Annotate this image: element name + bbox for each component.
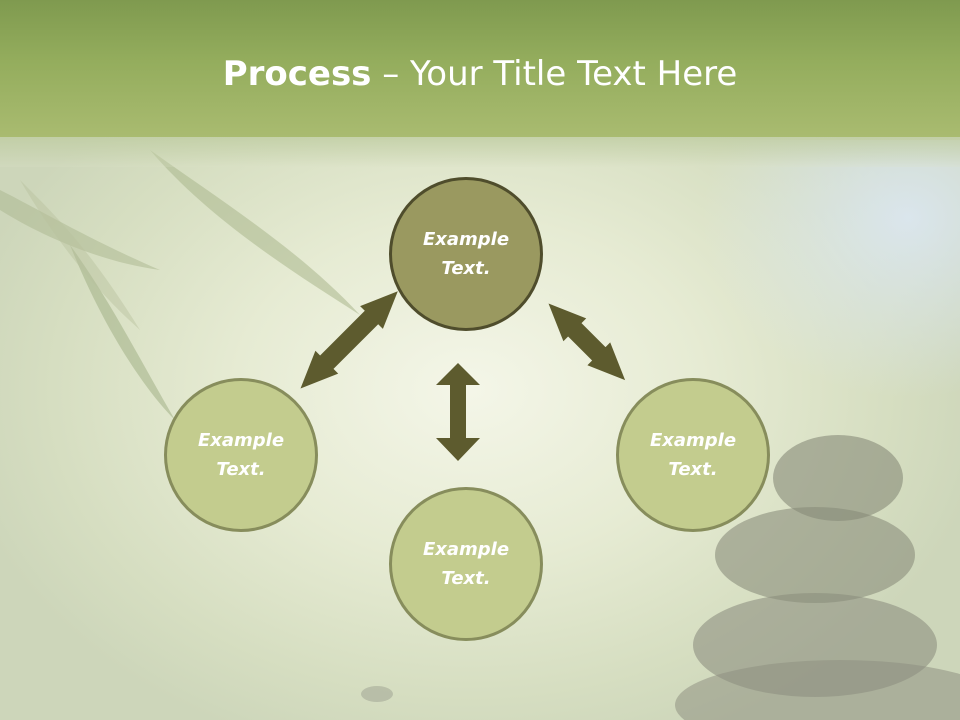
title-bar	[0, 0, 960, 137]
bamboo-leaf	[20, 180, 140, 330]
bamboo-leaf	[150, 150, 360, 315]
stone	[715, 507, 915, 603]
node-label: Example Text.	[422, 229, 510, 279]
process-node-right[interactable]: Example Text.	[616, 378, 770, 532]
stone	[773, 435, 903, 521]
stone	[693, 593, 937, 697]
process-node-bottom[interactable]: Example Text.	[389, 487, 543, 641]
node-label: Example Text.	[649, 430, 737, 480]
bamboo-leaf	[70, 245, 175, 420]
water-drop	[361, 686, 393, 702]
process-node-center[interactable]: Example Text.	[389, 177, 543, 331]
process-node-left[interactable]: Example Text.	[164, 378, 318, 532]
title-bold: Process	[222, 54, 372, 94]
node-label: Example Text.	[422, 539, 510, 589]
title-rest: – Your Title Text Here	[371, 54, 738, 94]
double-arrow-left	[300, 291, 398, 389]
title-bar-strip	[0, 137, 960, 167]
sky-glow	[700, 140, 960, 400]
double-arrow-right	[548, 303, 626, 381]
node-label: Example Text.	[197, 430, 285, 480]
slide-title: Process – Your Title Text Here	[0, 52, 960, 96]
double-arrow-vertical	[436, 363, 480, 461]
